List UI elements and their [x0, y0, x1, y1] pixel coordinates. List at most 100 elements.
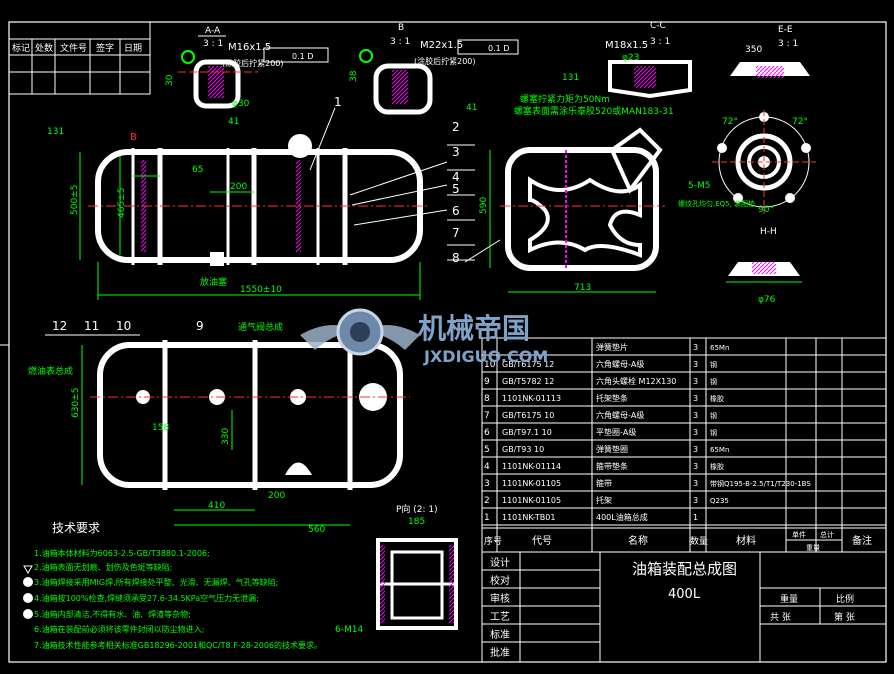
dim-label: 330 — [221, 428, 231, 445]
drain-note: 放油塞 — [200, 276, 227, 288]
header-mat: 材料 — [736, 534, 756, 547]
section-mark: B — [130, 132, 137, 143]
dim-label: 560 — [308, 525, 325, 535]
section-scale: 3 : 1 — [203, 39, 223, 49]
section-title: H-H — [760, 227, 777, 237]
watermark-en: JXDIGUO.COM — [423, 347, 548, 366]
parts-cell-no: 5 — [484, 445, 490, 455]
dim-label: 41 — [466, 103, 477, 113]
dim-label: 41 — [228, 117, 239, 127]
header-qty: 数量 — [690, 535, 708, 547]
tech-item: 4.油箱按100%检查,焊缝须承受27.6-34.5KPa空气压力无泄漏; — [34, 593, 259, 603]
parts-cell-no: 1 — [484, 513, 490, 523]
callout-number: 2 — [452, 120, 460, 134]
dim-label: 6-M14 — [335, 625, 363, 635]
parts-cell-mat: 钢 — [710, 428, 717, 437]
parts-cell-qty: 1 — [693, 513, 698, 522]
side-view-dims — [489, 150, 656, 293]
dim-label: φ23 — [622, 53, 639, 63]
tech-item: 6.油箱在装配前必须将该零件封闭以防尘物进入; — [34, 624, 204, 634]
parts-cell-qty: 3 — [693, 445, 698, 454]
parts-cell-code: 1101NK-01113 — [502, 394, 561, 403]
callout-number: 3 — [452, 145, 460, 159]
dim-label: 65 — [192, 165, 203, 175]
tech-item: 5.油箱内部清洁,不得有水、油、焊渣等杂物; — [34, 609, 191, 619]
parts-cell-no: 4 — [484, 462, 490, 472]
parts-cell-qty: 3 — [693, 496, 698, 505]
dim-label: 410 — [208, 501, 225, 511]
drawing-capacity: 400L — [668, 587, 701, 602]
thread-note: (涂胶后拧紧200) — [222, 58, 284, 68]
parts-cell-code: 1101NK-01105 — [502, 496, 561, 505]
header-weight: 重量 — [806, 544, 820, 552]
parts-cell-mat: Q235 — [710, 497, 729, 505]
section-title: B — [398, 23, 404, 33]
hole-note: 螺纹孔均匀,EQ5, 装配垫 — [678, 199, 755, 208]
rev-header: 标记 — [12, 42, 30, 54]
gauge-flange-view: 72° 72° 90° 5-M5 螺纹孔均匀,EQ5, 装配垫 — [678, 110, 816, 215]
parts-cell-qty: 3 — [693, 394, 698, 403]
dim-label: 131 — [562, 73, 579, 83]
parts-cell-name: 弹簧垫片 — [596, 342, 628, 352]
title-role: 审核 — [490, 592, 510, 605]
parts-cell-mat: 钢 — [710, 377, 717, 386]
dim-label: 590 — [479, 197, 489, 214]
title-block — [481, 551, 887, 663]
cc-note: 螺塞表面需涂乐泰胶520或MAN183-31 — [514, 105, 674, 117]
parts-cell-no: 3 — [484, 479, 490, 489]
thread-note: (涂胶后拧紧200) — [414, 56, 476, 66]
parts-cell-name: 托架 — [596, 495, 612, 505]
callout-number: 6 — [452, 204, 460, 218]
rev-header: 文件号 — [60, 42, 87, 54]
section-cc: C-C 3 : 1 M18x1.5 φ23 131 螺塞拧紧力矩为50Nm 螺塞… — [514, 21, 692, 117]
sheet-label: 共 张 — [770, 612, 791, 623]
header-remark: 备注 — [852, 534, 872, 547]
parts-cell-mat: 65Mn — [710, 344, 729, 352]
weight-label: 重量 — [780, 593, 798, 605]
parts-cell-qty: 3 — [693, 462, 698, 471]
title-role: 工艺 — [490, 611, 510, 623]
dim-label: 72° — [792, 117, 808, 127]
section-title: P向 (2: 1) — [396, 503, 438, 515]
dim-label: 158 — [152, 423, 169, 433]
dim-label: φ76 — [758, 295, 776, 305]
section-aa: A-A 3 : 1 M16x1.5 (涂胶后拧紧200) 0.1 D 30 φ3… — [165, 26, 329, 127]
parts-cell-name: 六角头螺栓 M12X130 — [596, 376, 676, 386]
parts-cell-no: 9 — [484, 377, 490, 387]
front-view-tank — [88, 134, 430, 266]
title-role: 标准 — [490, 629, 510, 641]
parts-cell-code: GB/T6175 12 — [502, 360, 554, 369]
parts-cell-mat: 65Mn — [710, 446, 729, 454]
parts-cell-mat: 带钢Q195-B-2.5/T1/T230-1BS — [710, 479, 811, 488]
tech-requirements: 技术要求 1.油箱本体材料为6063-2.5-GB/T3880.1-2006; … — [23, 521, 322, 650]
dim-label: 200 — [268, 491, 285, 501]
parts-cell-name: 六角螺母-A级 — [596, 359, 644, 369]
parts-cell-no: 7 — [484, 411, 490, 421]
parts-cell-qty: 3 — [693, 479, 698, 488]
p-view: P向 (2: 1) 185 6-M14 — [335, 503, 458, 635]
header-code: 代号 — [532, 535, 552, 547]
tech-item: 1.油箱本体材料为6063-2.5-GB/T3880.1-2006; — [34, 548, 210, 558]
front-view-dims — [79, 152, 421, 300]
parts-cell-mat: 橡胶 — [710, 462, 724, 471]
dim-label: 185 — [408, 517, 425, 527]
revision-table: 标记 处数 文件号 签字 日期 — [8, 21, 151, 95]
parts-cell-mat: 钢 — [710, 411, 717, 420]
parts-cell-name: 平垫圈-A级 — [596, 427, 636, 437]
section-scale: 3 : 1 — [390, 37, 410, 47]
dim-label: 72° — [722, 117, 738, 127]
dim-label: 131 — [47, 127, 64, 137]
parts-cell-name: 箍带 — [596, 478, 612, 488]
header-name: 名称 — [628, 534, 648, 547]
dim-label: 90° — [758, 205, 774, 215]
parts-cell-name: 六角螺母-A级 — [596, 410, 644, 420]
callout-number: 8 — [452, 251, 460, 265]
parts-cell-name: 托架垫条 — [596, 393, 628, 403]
parts-cell-code: 1101NK-01114 — [502, 462, 561, 471]
section-scale: 3 : 1 — [650, 37, 670, 47]
header-unit: 单件 — [792, 530, 806, 539]
parts-cell-code: GB/T97.1 10 — [502, 428, 552, 437]
dim-label: 500±5 — [70, 185, 80, 215]
gauge-note: 燃油表总成 — [28, 365, 73, 377]
